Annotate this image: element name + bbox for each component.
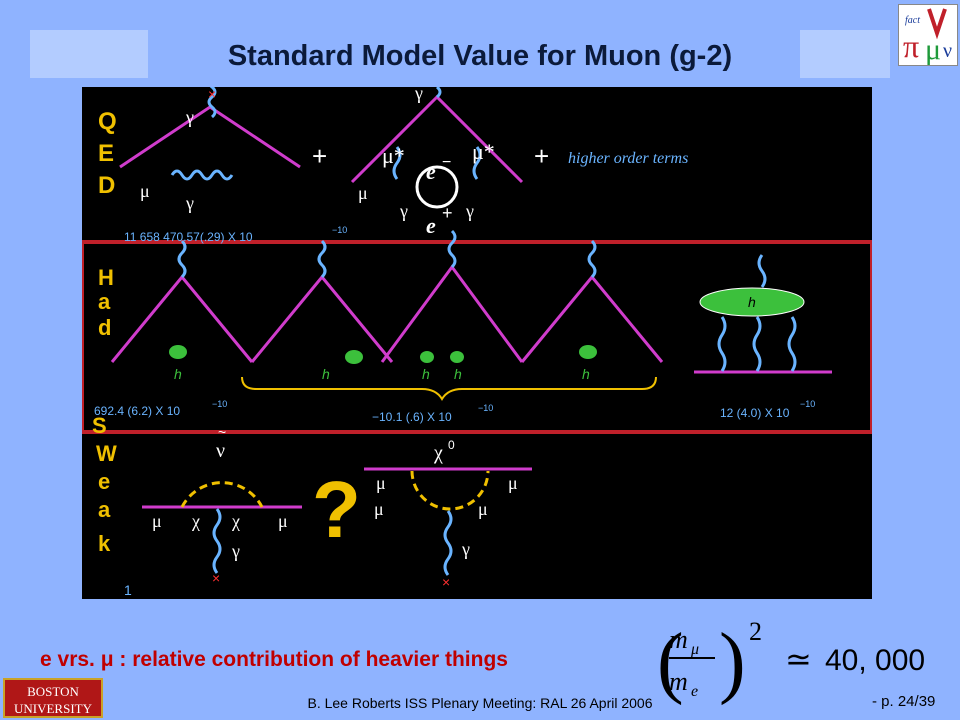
svg-text:−10: −10	[212, 399, 227, 409]
question-mark: ?	[312, 465, 361, 554]
mass-ratio-formula: ( m μ m e ) 2 ≃ 40, 000	[657, 617, 925, 706]
svg-text:×: ×	[212, 570, 220, 586]
qed-letter-e: E	[98, 140, 114, 167]
qed-diagram-1: × γ μ γ	[119, 87, 301, 213]
svg-text:μ: μ	[152, 511, 162, 531]
footer-text: B. Lee Roberts ISS Plenary Meeting: RAL …	[307, 695, 653, 711]
weak-diagram-2: × χ 0 μ μ μ μ γ	[364, 438, 532, 590]
svg-text:−10: −10	[800, 399, 815, 409]
svg-text:−: −	[442, 154, 451, 171]
hadronic-diagram-1: h	[110, 239, 254, 382]
had-letter-d: d	[98, 315, 111, 340]
hadronic-diagram-4: h	[520, 239, 664, 382]
title-decoration-left	[30, 30, 148, 78]
logo-text: fact	[905, 15, 920, 26]
qed-diagram-2: γ μ* μ* e − e + μ γ γ	[350, 87, 524, 238]
hadronic-brace	[241, 376, 657, 401]
had-letter-a: a	[98, 289, 111, 314]
had-value-3: 12 (4.0) X 10	[720, 406, 790, 420]
svg-text:γ: γ	[461, 539, 470, 559]
weak-letter-k: k	[98, 531, 111, 556]
svg-text:×: ×	[208, 87, 216, 102]
svg-text:2: 2	[749, 617, 762, 646]
svg-text:h: h	[454, 366, 462, 382]
hadronic-diagram-3: h h	[380, 229, 524, 382]
svg-text:χ: χ	[231, 511, 240, 531]
svg-text:h: h	[174, 366, 182, 382]
svg-text:(: (	[657, 618, 684, 706]
svg-text:≃: ≃	[785, 641, 812, 677]
qed-plus-2: +	[534, 141, 549, 171]
svg-text:μ: μ	[690, 641, 699, 658]
qed-value: 11 658 470.57(.29) X 10	[124, 230, 253, 244]
had-letter-h: H	[98, 265, 114, 290]
svg-text:χ: χ	[191, 511, 200, 531]
higher-order-terms: higher order terms	[568, 150, 688, 167]
qed-letter-d: D	[98, 172, 115, 199]
svg-text:μ: μ	[278, 511, 288, 531]
feynman-diagrams-panel: Q E D × γ μ γ + γ μ* μ* e − e + μ γ γ + …	[82, 87, 872, 599]
svg-text:e: e	[691, 683, 698, 700]
svg-text:~: ~	[218, 424, 226, 440]
hadronic-lbl-diagram: h	[694, 254, 832, 374]
qed-value-exp: −10	[332, 225, 347, 235]
svg-text:μ: μ	[508, 473, 518, 493]
svg-text:γ: γ	[231, 541, 240, 561]
svg-text:h: h	[322, 366, 330, 382]
svg-text:0: 0	[448, 438, 455, 452]
svg-text:m: m	[669, 667, 688, 696]
qed-letter-q: Q	[98, 108, 117, 135]
hadronic-diagram-2: h	[250, 239, 394, 382]
svg-text:μ*: μ*	[382, 143, 405, 168]
svg-text:h: h	[748, 294, 756, 310]
svg-text:+: +	[442, 203, 453, 223]
svg-text:e: e	[426, 159, 436, 184]
footnote-text: e vrs. μ : relative contribution of heav…	[40, 648, 508, 671]
weak-letter-s: S	[92, 413, 107, 438]
had-value-1: 692.4 (6.2) X 10	[94, 404, 180, 418]
svg-text:×: ×	[442, 574, 450, 590]
svg-text:μ: μ	[376, 473, 386, 493]
svg-text:μ: μ	[140, 181, 150, 201]
svg-text:γ: γ	[465, 201, 474, 221]
title-decoration-right	[800, 30, 890, 78]
qed-plus-1: +	[312, 141, 327, 171]
factories-logo: fact π μ ν	[898, 4, 958, 66]
hadronic-box	[82, 240, 872, 434]
svg-text:μ: μ	[925, 33, 941, 65]
svg-text:ν: ν	[216, 440, 225, 462]
svg-text:γ: γ	[414, 87, 423, 103]
svg-text:ν: ν	[943, 40, 952, 62]
svg-text:μ: μ	[374, 499, 384, 519]
weak-letter-a: a	[98, 497, 111, 522]
svg-text:μ: μ	[478, 499, 488, 519]
svg-text:e: e	[426, 213, 436, 238]
weak-letter-w: W	[96, 441, 117, 466]
slide-title: Standard Model Value for Muon (g-2)	[227, 40, 733, 72]
svg-text:γ: γ	[185, 107, 194, 127]
svg-text:40, 000: 40, 000	[825, 644, 925, 677]
svg-text:χ: χ	[433, 442, 443, 464]
boston-university-logo: BOSTON UNIVERSITY	[3, 678, 103, 718]
svg-text:): )	[719, 618, 746, 706]
svg-text:γ: γ	[185, 193, 194, 213]
svg-text:γ: γ	[399, 201, 408, 221]
svg-text:h: h	[582, 366, 590, 382]
svg-text:−10: −10	[478, 403, 493, 413]
footnote-marker: 1	[124, 582, 132, 598]
weak-diagram-1: × ~ ν μ μ χ χ γ	[142, 424, 302, 586]
page-number: - p. 24/39	[872, 693, 936, 710]
svg-text:μ*: μ*	[472, 139, 495, 164]
svg-text:μ: μ	[358, 183, 368, 203]
weak-letter-e: e	[98, 469, 110, 494]
svg-text:π: π	[903, 28, 919, 64]
svg-text:h: h	[422, 366, 430, 382]
svg-text:m: m	[669, 625, 688, 654]
had-value-2: −10.1 (.6) X 10	[372, 410, 452, 424]
